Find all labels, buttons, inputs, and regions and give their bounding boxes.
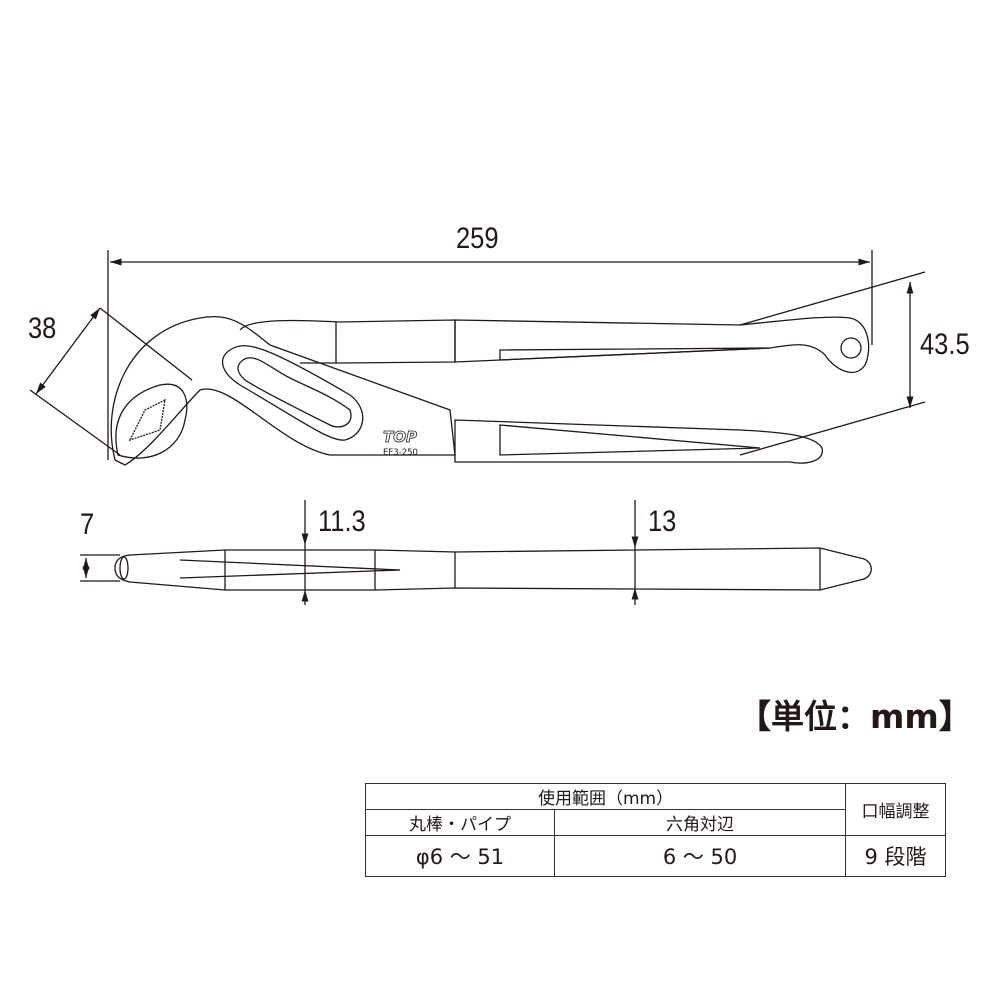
adjust-value: 9 段階 [845,835,946,877]
hex-value: 6 ～ 50 [553,835,847,877]
round-header: 丸棒・パイプ [365,809,555,836]
dim-head-thickness: 11.3 [318,505,366,538]
logo-brand: TOP [383,428,417,446]
dim-height: 43.5 [920,328,970,361]
dim-grip-thickness: 13 [648,505,677,538]
dim-length: 259 [456,222,499,255]
range-header: 使用範囲（mm） [364,783,847,810]
plier-side-view [114,547,872,591]
dim-thickness: 7 [80,508,95,541]
hex-header: 六角対辺 [553,809,847,836]
logo-model: EF3-250 [383,448,418,458]
dim-jaw: 38 [28,312,57,345]
plier-top-view [110,315,870,466]
round-value: φ6 ～ 51 [365,835,555,877]
adjust-header: 口幅調整 [845,783,946,836]
unit-label: 【単位：mm】 [738,697,972,736]
